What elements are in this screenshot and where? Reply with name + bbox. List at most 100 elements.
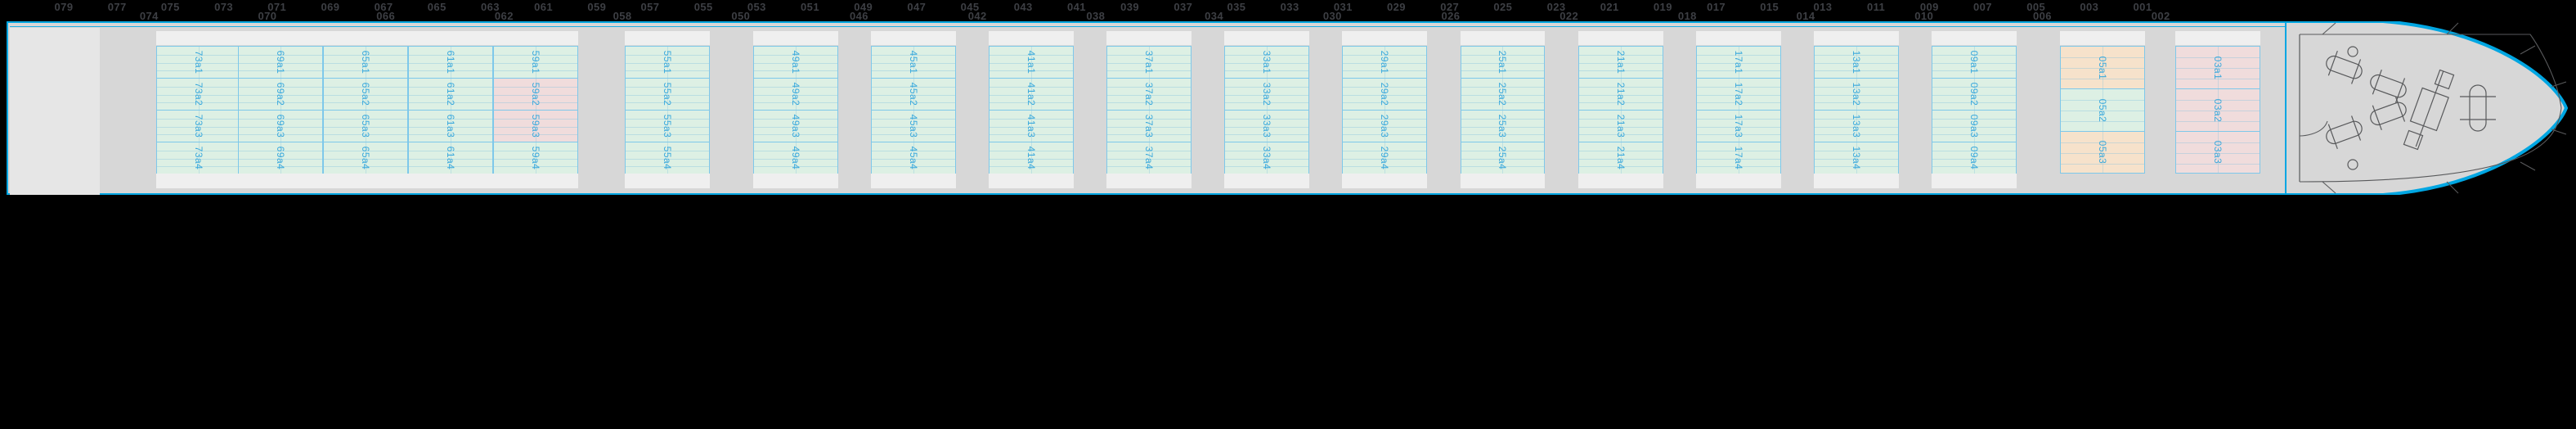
container-stack[interactable]: 03a1 (2174, 46, 2260, 88)
container-stack[interactable]: 41a3 (989, 110, 1075, 142)
container-stack[interactable]: 13a4 (1813, 142, 1899, 174)
container-stack[interactable]: 21a1 (1577, 46, 1663, 78)
container-stack[interactable]: 03a2 (2174, 88, 2260, 131)
container-stack[interactable]: 03a3 (2174, 131, 2260, 174)
container-stack[interactable]: 61a1 (408, 46, 494, 78)
container-stack[interactable]: 29a3 (1342, 110, 1428, 142)
container-stack[interactable]: 17a4 (1695, 142, 1781, 174)
container-stack[interactable]: 09a3 (1931, 110, 2017, 142)
container-stack[interactable]: 37a3 (1106, 110, 1192, 142)
container-stack[interactable]: 33a3 (1224, 110, 1310, 142)
container-stack[interactable]: 21a2 (1577, 78, 1663, 110)
container-stack[interactable]: 41a2 (989, 78, 1075, 110)
container-stack[interactable]: 13a3 (1813, 110, 1899, 142)
container-stack[interactable]: 17a2 (1695, 78, 1781, 110)
container-stack[interactable]: 73a1 (155, 46, 241, 78)
stack-label: 37a4 (1143, 146, 1156, 170)
container-stack[interactable]: 59a3 (492, 110, 578, 142)
container-stack[interactable]: 29a2 (1342, 78, 1428, 110)
container-stack[interactable]: 29a4 (1342, 142, 1428, 174)
container-stack[interactable]: 55a3 (624, 110, 710, 142)
container-stack[interactable]: 69a2 (238, 78, 324, 110)
container-stack[interactable]: 41a4 (989, 142, 1075, 174)
container-stack[interactable]: 65a1 (323, 46, 409, 78)
container-stack[interactable]: 09a4 (1931, 142, 2017, 174)
container-stack[interactable]: 33a1 (1224, 46, 1310, 78)
container-stack[interactable]: 25a3 (1460, 110, 1546, 142)
tier-grid (1932, 79, 2016, 110)
container-stack[interactable]: 33a4 (1224, 142, 1310, 174)
tier-line (493, 127, 577, 128)
container-stack[interactable]: 45a4 (871, 142, 957, 174)
container-stack[interactable]: 61a2 (408, 78, 494, 110)
container-stack[interactable]: 59a4 (492, 142, 578, 174)
container-stack[interactable]: 41a1 (989, 46, 1075, 78)
container-stack[interactable]: 37a1 (1106, 46, 1192, 78)
container-stack[interactable]: 49a2 (753, 78, 839, 110)
container-stack[interactable]: 09a2 (1931, 78, 2017, 110)
container-stack[interactable]: 13a2 (1813, 78, 1899, 110)
container-stack[interactable]: 21a3 (1577, 110, 1663, 142)
container-stack[interactable]: 33a2 (1224, 78, 1310, 110)
stack-label: 05a1 (2097, 56, 2109, 79)
container-stack[interactable]: 49a1 (753, 46, 839, 78)
container-stack[interactable]: 17a1 (1695, 46, 1781, 78)
container-stack[interactable]: 59a2 (492, 78, 578, 110)
container-stack[interactable]: 05a2 (2060, 88, 2146, 131)
container-stack[interactable]: 73a2 (155, 78, 241, 110)
container-stack[interactable]: 25a4 (1460, 142, 1546, 174)
tier-grid (409, 111, 493, 142)
container-stack[interactable]: 55a2 (624, 78, 710, 110)
container-stack[interactable]: 73a4 (155, 142, 241, 174)
container-stack[interactable]: 65a4 (323, 142, 409, 174)
container-stack[interactable]: 45a1 (871, 46, 957, 78)
container-stack[interactable]: 61a4 (408, 142, 494, 174)
tier-line (493, 63, 577, 64)
tier-grid (1814, 142, 1898, 174)
container-stack[interactable]: 69a3 (238, 110, 324, 142)
container-stack[interactable]: 05a3 (2060, 131, 2146, 174)
container-stack[interactable]: 49a3 (753, 110, 839, 142)
container-stack[interactable]: 13a1 (1813, 46, 1899, 78)
container-stack[interactable]: 65a2 (323, 78, 409, 110)
container-stack[interactable]: 73a3 (155, 110, 241, 142)
container-stack[interactable]: 21a4 (1577, 142, 1663, 174)
container-stack[interactable]: 17a3 (1695, 110, 1781, 142)
container-stack[interactable]: 69a4 (238, 142, 324, 174)
container-stack[interactable]: 45a3 (871, 110, 957, 142)
container-stack[interactable]: 25a2 (1460, 78, 1546, 110)
container-stack[interactable]: 09a1 (1931, 46, 2017, 78)
container-stack[interactable]: 25a1 (1460, 46, 1546, 78)
container-stack[interactable]: 69a1 (238, 46, 324, 78)
container-stack[interactable]: 37a4 (1106, 142, 1192, 174)
container-stack[interactable]: 45a2 (871, 78, 957, 110)
container-stack[interactable]: 05a1 (2060, 46, 2146, 88)
container-stack[interactable]: 29a1 (1342, 46, 1428, 78)
container-stack[interactable]: 61a3 (408, 110, 494, 142)
container-stack[interactable]: 59a1 (492, 46, 578, 78)
container-stack[interactable]: 55a1 (624, 46, 710, 78)
container-stack[interactable]: 65a3 (323, 110, 409, 142)
container-stack[interactable]: 49a4 (753, 142, 839, 174)
container-stack[interactable]: 55a4 (624, 142, 710, 174)
container-stack[interactable]: 37a2 (1106, 78, 1192, 110)
